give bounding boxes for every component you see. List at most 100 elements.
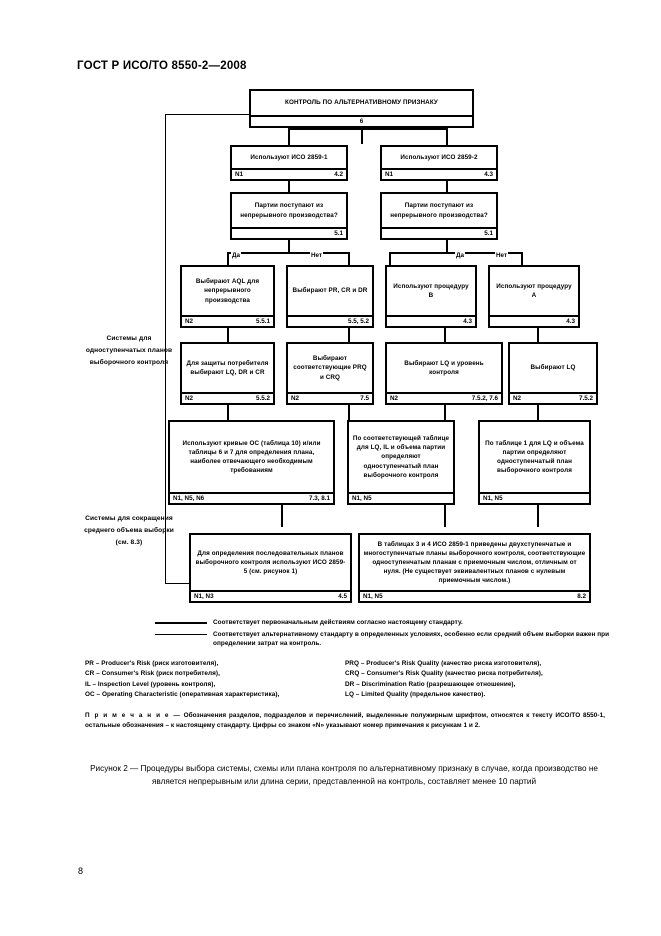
flow-box-table-1-lq-lot[interactable]: По таблице 1 для LQ и объема партии опре…: [478, 420, 591, 505]
flow-box-footer: N2 7.5.2: [510, 392, 596, 403]
flow-box-clause-ref: 7.3, 8.1: [308, 495, 330, 502]
connector: [444, 505, 446, 527]
flow-box-clause-ref: 7.5.2, 7.6: [471, 395, 498, 402]
connector-alt: [165, 114, 250, 115]
flow-box-use-iso-2859-2[interactable]: Используют ИСО 2859-2 N1 4.3: [380, 145, 498, 181]
figure-caption: Рисунок 2 — Процедуры выбора системы, сх…: [90, 764, 598, 787]
flow-box-footer: N1 4.3: [382, 168, 496, 179]
side-caption-single-sampling: Системы для одноступенчатых планов выбор…: [85, 335, 173, 367]
connector: [444, 405, 446, 420]
flow-box-use-oc-curves[interactable]: Используют кривые ОС (таблица 10) и/или …: [168, 420, 335, 505]
flow-box-footer: 4.3: [490, 315, 578, 326]
legend-row: Соответствует альтернативному стандарту …: [155, 630, 615, 649]
legend: Соответствует первоначальным действиям с…: [155, 618, 615, 651]
flow-box-text: Используют ИСО 2859-1: [250, 153, 328, 161]
note-text: Обозначения разделов, подразделов и пере…: [85, 712, 605, 729]
flow-box-note-ref: N1, N5, N6: [173, 495, 205, 502]
flow-box-note-ref: N2: [390, 395, 399, 402]
flow-box-footer: 4.3: [387, 315, 475, 326]
flow-box-use-procedure-a[interactable]: Используют процедуру A 4.3: [488, 265, 580, 328]
flow-box-note-ref: N1: [235, 171, 244, 178]
abbreviation-item: CRQ – Consumer's Risk Quality (качество …: [345, 670, 543, 678]
note-block: П р и м е ч а н и е — Обозначения раздел…: [85, 711, 605, 731]
flow-box-question-continuous-right[interactable]: Партии поступают из непрерывного произво…: [380, 192, 498, 240]
branch-label-no-left: Нет: [310, 252, 324, 259]
abbreviations: PR – Producer's Risk (риск изготовителя)…: [85, 659, 605, 701]
connector: [227, 328, 229, 342]
flow-box-clause-ref: 8.2: [577, 593, 586, 600]
flow-box-root[interactable]: КОНТРОЛЬ ПО АЛЬТЕРНАТИВНОМУ ПРИЗНАКУ 6: [249, 89, 474, 128]
flow-box-text: В таблицах 3 и 4 ИСО 2859-1 приведены дв…: [363, 540, 586, 585]
branch-label-yes-right: Да: [455, 252, 465, 259]
flow-box-clause-ref: 5.5.2: [255, 395, 270, 402]
flow-box-footer: 5.1: [232, 227, 346, 238]
connector: [521, 252, 523, 267]
flow-box-text: По соответствующей таблице для LQ, IL и …: [352, 435, 450, 479]
flow-box-footer: 6: [251, 115, 472, 126]
flow-box-note-ref: N1: [385, 171, 394, 178]
flow-box-clause-ref: 5.1: [334, 230, 343, 237]
flow-box-use-iso-2859-1[interactable]: Используют ИСО 2859-1 N1 4.2: [230, 145, 348, 181]
flow-box-clause-ref: 6: [359, 118, 364, 125]
flow-box-text: Выбирают LQ и уровень контроля: [404, 359, 484, 376]
flow-box-footer: N1, N3 4.5: [191, 590, 350, 601]
side-caption-reduce-sample-size: Системы для сокращения среднего объема в…: [84, 515, 174, 547]
flow-box-clause-ref: 4.2: [334, 171, 343, 178]
flow-box-double-multiple-plans[interactable]: В таблицах 3 и 4 ИСО 2859-1 приведены дв…: [358, 533, 591, 603]
flow-box-clause-ref: 5.5, 5.2: [347, 318, 369, 325]
document-header: ГОСТ Р ИСО/ТО 8550-2—2008: [77, 60, 247, 72]
legend-line-solid: [155, 618, 213, 624]
connector: [361, 128, 363, 144]
flow-box-protect-consumer[interactable]: Для защиты потребителя выбирают LQ, DR и…: [180, 342, 275, 405]
connector: [537, 328, 539, 342]
flow-box-text: Выбирают LQ: [530, 364, 576, 372]
connector: [446, 181, 448, 192]
flow-box-select-pr-cr-dr[interactable]: Выбирают PR, CR и DR 5.5, 5.2: [286, 265, 374, 328]
flow-box-footer: N1, N5, N6 7.3, 8.1: [170, 492, 333, 503]
connector-alt: [165, 583, 189, 584]
flow-box-clause-ref: 5.5.1: [255, 318, 270, 325]
flow-box-clause-ref: 4.3: [566, 318, 575, 325]
flow-box-footer: N2 7.5.2, 7.6: [387, 392, 501, 403]
flow-box-use-procedure-b[interactable]: Используют процедуру B 4.3: [385, 265, 477, 328]
branch-label-no-right: Нет: [495, 252, 509, 259]
connector: [281, 505, 283, 527]
flow-box-clause-ref: 7.5: [360, 395, 369, 402]
flow-box-text: Для защиты потребителя выбирают LQ, DR и…: [186, 359, 269, 376]
flow-box-note-ref: N1, N5: [363, 593, 383, 600]
flow-box-select-prq-crq[interactable]: Выбирают соответствующие PRQ и CRQ N2 7.…: [286, 342, 374, 405]
abbreviations-left-column: PR – Producer's Risk (риск изготовителя)…: [85, 659, 345, 701]
flow-box-table-lq-il-lot[interactable]: По соответствующей таблице для LQ, IL и …: [347, 420, 455, 505]
flow-box-note-ref: N1, N5: [483, 495, 503, 502]
connector: [537, 505, 539, 527]
flow-box-footer: N1, N5: [480, 492, 589, 503]
flow-box-footer: N1, N5: [349, 492, 453, 503]
flow-box-select-lq-and-il[interactable]: Выбирают LQ и уровень контроля N2 7.5.2,…: [385, 342, 503, 405]
flow-box-select-lq[interactable]: Выбирают LQ N2 7.5.2: [508, 342, 598, 405]
flow-box-note-ref: N2: [291, 395, 300, 402]
connector: [537, 405, 539, 420]
flow-box-clause-ref: 4.5: [338, 593, 347, 600]
flow-box-text: КОНТРОЛЬ ПО АЛЬТЕРНАТИВНОМУ ПРИЗНАКУ: [285, 99, 438, 107]
page-number: 8: [78, 866, 84, 876]
connector: [288, 181, 290, 192]
flow-box-text: Партии поступают из непрерывного произво…: [390, 202, 488, 219]
flow-box-footer: 5.5, 5.2: [288, 315, 372, 326]
flow-box-note-ref: N1, N3: [194, 593, 214, 600]
connector: [348, 328, 350, 342]
branch-label-yes-left: Да: [231, 252, 241, 259]
flow-box-footer: N2 5.5.2: [182, 392, 273, 403]
flow-box-select-aql[interactable]: Выбирают AQL для непрерывного производст…: [180, 265, 275, 328]
connector: [389, 252, 391, 267]
flow-box-question-continuous-left[interactable]: Партии поступают из непрерывного произво…: [230, 192, 348, 240]
abbreviation-item: OC – Operating Characteristic (оперативн…: [85, 691, 280, 699]
flow-box-sequential-plans[interactable]: Для определения последовательных планов …: [189, 533, 352, 603]
flow-box-text: Используют процедуру B: [393, 282, 469, 299]
flow-box-footer: N1, N5 8.2: [360, 590, 589, 601]
flow-box-note-ref: N2: [185, 318, 194, 325]
flow-box-text: Используют ИСО 2859-2: [400, 153, 478, 161]
flow-box-footer: N1 4.2: [232, 168, 346, 179]
flow-box-text: Партии поступают из непрерывного произво…: [240, 202, 338, 219]
flow-box-footer: N2 7.5: [288, 392, 372, 403]
